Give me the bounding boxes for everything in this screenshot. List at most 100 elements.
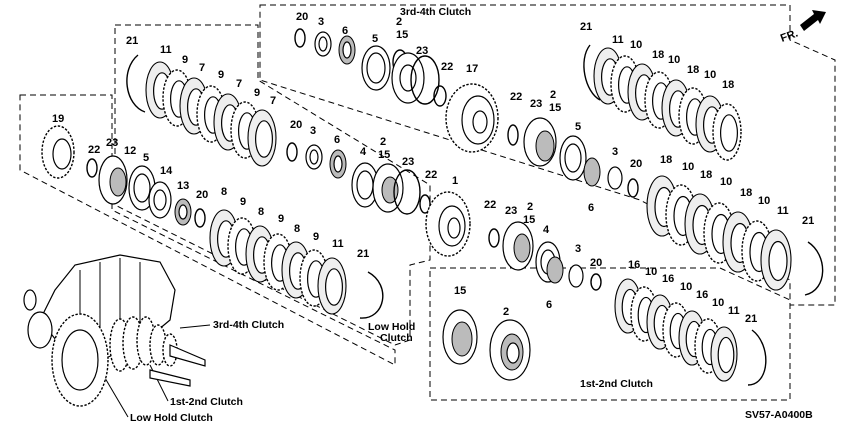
clutch-disc-bore [325,268,344,306]
clutch-disc-bore [717,336,735,374]
low-hold-parts: 21 11 9 7 9 7 9 7 20 3 6 4 2 15 23 22 1 … [126,35,602,319]
leader-third-fourth [179,324,211,329]
callout-20-b: 20 [630,158,642,170]
callout-19: 19 [52,113,64,125]
callout-23-e: 23 [106,137,118,149]
callout-16-b: 16 [662,273,674,285]
callout-23-d: 23 [505,205,517,217]
fr-label: FR. [779,27,800,44]
callout-6-b: 6 [588,202,594,214]
callout-21-e: 21 [745,313,757,325]
callout-17: 17 [466,63,478,75]
callout-3-c: 3 [310,125,316,137]
callout-2-c: 2 [380,136,386,148]
callout-5-c: 5 [143,152,149,164]
callout-21-a: 21 [580,21,592,33]
callout-9-c: 9 [254,87,260,99]
callout-11-d: 11 [777,205,789,217]
callout-1: 1 [452,175,458,187]
callout-9-a: 9 [182,54,188,66]
clutch-disc-bore [768,240,788,282]
callout-9-e: 9 [278,213,284,225]
callout-11-a: 11 [612,34,624,46]
callout-9-b: 9 [218,69,224,81]
callout-20-e: 20 [196,189,208,201]
callout-15-d: 15 [523,214,535,226]
callout-10-f: 10 [758,195,770,207]
callout-18-f: 18 [740,187,752,199]
transmission-assembly-illustration [23,254,206,407]
callout-5-b: 5 [575,121,581,133]
callout-22-a: 22 [441,61,453,73]
callout-4-b: 4 [543,224,550,236]
callout-10-h: 10 [680,281,692,293]
callout-21-c: 21 [357,248,369,260]
callout-18-b: 18 [687,64,699,76]
callout-12: 12 [124,145,136,157]
callout-11-b: 11 [160,44,172,56]
callout-15-c: 15 [378,149,390,161]
third-fourth-group-outline [259,4,836,306]
callout-18-a: 18 [652,49,664,61]
callout-15-e: 15 [454,285,466,297]
callout-18-e: 18 [700,169,712,181]
callout-18-c: 18 [722,79,734,91]
callout-11-e: 11 [728,305,740,317]
callout-3-a: 3 [318,16,324,28]
callout-23-c: 23 [402,156,414,168]
third-fourth-parts: 20 3 6 5 2 15 23 22 17 22 23 2 15 5 [294,11,742,214]
callout-23-a: 23 [416,45,428,57]
callout-2-e: 2 [503,306,509,318]
callout-6-a: 6 [342,25,348,37]
first-second-box-parts: 15 2 16 10 16 10 16 10 11 21 [442,259,767,386]
callout-6-c: 6 [334,134,340,146]
callout-4-a: 4 [360,146,367,158]
callout-14: 14 [160,165,173,177]
callout-7-a: 7 [199,62,205,74]
callout-2-d: 2 [527,201,533,213]
callout-20-d: 20 [590,257,602,269]
callout-22-c: 22 [425,169,437,181]
assembly-low-hold-label: Low Hold Clutch [130,412,213,424]
first-second-clutch-title: 1st-2nd Clutch [580,378,653,390]
callout-7-b: 7 [236,78,242,90]
front-direction-arrow: FR. [779,10,826,45]
right-clutch-pack: 18 10 18 10 18 10 11 21 [646,154,824,296]
callout-6-d: 6 [546,299,552,311]
callout-16-c: 16 [696,289,708,301]
callout-22-e: 22 [88,144,100,156]
callout-16-a: 16 [628,259,640,271]
callout-10-b: 10 [668,54,680,66]
callout-9-f: 9 [313,231,319,243]
callout-8-b: 8 [258,206,264,218]
callout-9-d: 9 [240,196,246,208]
clutch-disc-bore [255,120,274,158]
callout-15-b: 15 [549,102,561,114]
first-second-parts: 19 22 23 12 5 14 13 20 [41,113,208,228]
callout-10-c: 10 [704,69,716,81]
callout-13: 13 [177,180,189,192]
callout-20-c: 20 [290,119,302,131]
callout-20-a: 20 [296,11,308,23]
callout-10-a: 10 [630,39,642,51]
callout-8-c: 8 [294,223,300,235]
callout-21-b: 21 [126,35,138,47]
callout-10-d: 10 [682,161,694,173]
callout-7-c: 7 [270,95,276,107]
callout-8-a: 8 [221,186,227,198]
assembly-third-fourth-label: 3rd-4th Clutch [213,319,284,331]
clutch-disc-bore [719,114,738,152]
callout-10-g: 10 [645,266,657,278]
figure-code: SV57-A0400B [745,409,813,421]
low-hold-clutch-title-line2: Clutch [380,332,413,344]
callout-10-e: 10 [720,176,732,188]
callout-18-d: 18 [660,154,672,166]
first-second-box-outline [429,267,791,401]
callout-22-b: 22 [510,91,522,103]
callout-3-d: 3 [575,243,581,255]
assembly-first-second-label: 1st-2nd Clutch [170,396,243,408]
callout-22-d: 22 [484,199,496,211]
callout-10-i: 10 [712,297,724,309]
first-second-group-outline [19,94,396,366]
